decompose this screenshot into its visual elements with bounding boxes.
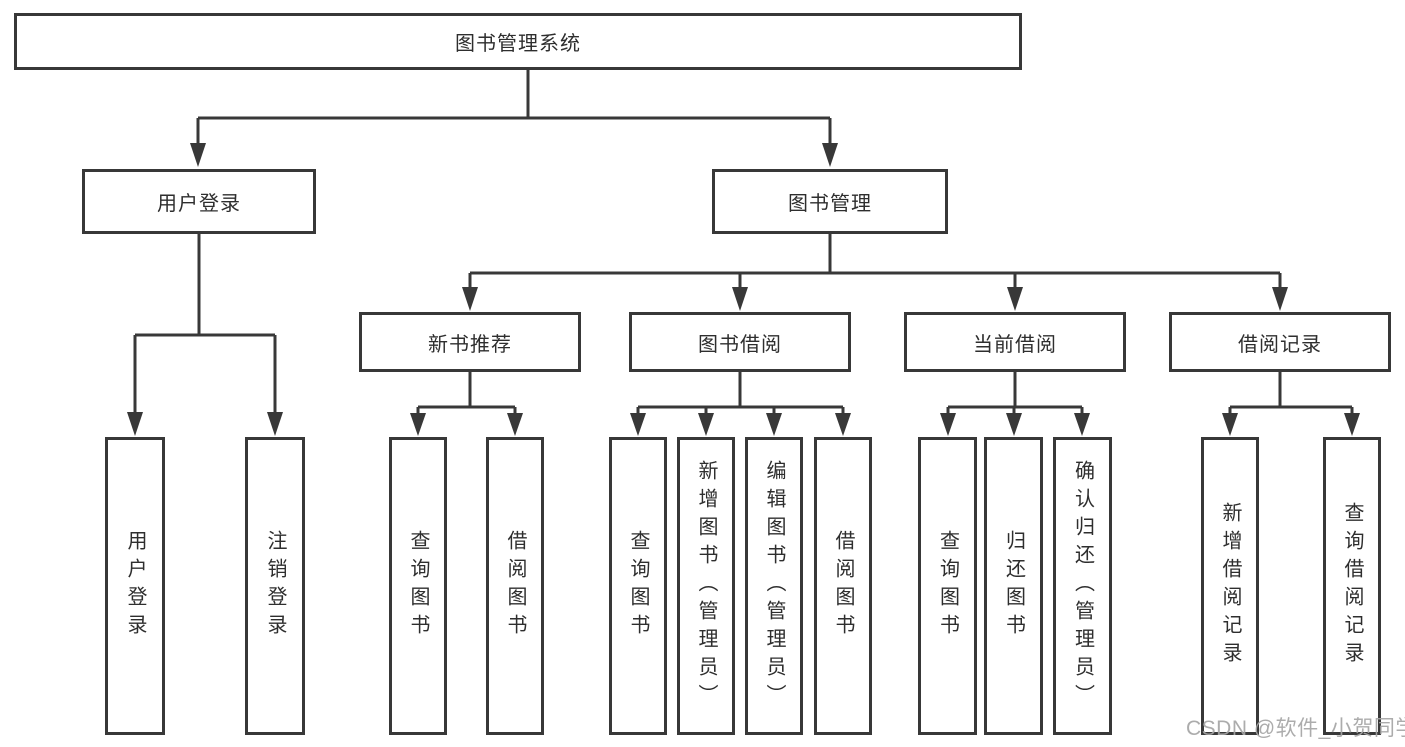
connector-book-mgmt-to-level3 [468,234,1282,291]
leaf-confirm-return-admin: 确认归还（管理员） [1053,437,1112,735]
node-user-login-label: 用户登录 [157,193,241,215]
leaf-borrow-books-recommend-label: 借阅图书 [504,530,526,642]
leaf-user-login-label: 用户登录 [124,530,146,642]
leaf-query-books-recommend-label: 查询图书 [407,530,429,642]
leaf-edit-books-admin: 编辑图书（管理员） [745,437,803,735]
leaf-add-books-admin-label: 新增图书（管理员） [695,460,717,712]
leaf-logout-label: 注销登录 [264,530,286,642]
leaf-add-borrow-record-label: 新增借阅记录 [1219,502,1241,670]
node-current-borrowing-label: 当前借阅 [973,333,1057,356]
connector-records-group [1228,372,1354,416]
leaf-query-books-current-label: 查询图书 [936,530,959,642]
leaf-query-books-borrow-label: 查询图书 [627,530,649,642]
node-borrow-records-label: 借阅记录 [1238,333,1322,356]
node-book-management-label: 图书管理 [788,193,872,215]
leaf-user-login: 用户登录 [105,437,165,735]
node-root-label: 图书管理系统 [455,33,581,55]
arrowheads [127,143,1360,436]
connector-user-login-group [133,234,277,415]
leaf-query-books-recommend: 查询图书 [389,437,447,735]
leaf-borrow-books-label: 借阅图书 [832,530,854,642]
node-book-borrowing-label: 图书借阅 [698,333,782,356]
leaf-query-books-borrow: 查询图书 [609,437,667,735]
node-root: 图书管理系统 [14,13,1022,70]
leaf-return-books: 归还图书 [984,437,1043,735]
connector-new-book-group [416,372,517,416]
leaf-query-borrow-record-label: 查询借阅记录 [1341,502,1363,670]
node-user-login: 用户登录 [82,169,316,234]
node-book-management: 图书管理 [712,169,948,234]
leaf-borrow-books-recommend: 借阅图书 [486,437,544,735]
connector-root-to-level2 [196,70,832,146]
node-borrow-records: 借阅记录 [1169,312,1391,372]
leaf-edit-books-admin-label: 编辑图书（管理员） [763,460,785,712]
connector-current-group [946,372,1084,416]
leaf-add-books-admin: 新增图书（管理员） [677,437,735,735]
leaf-query-books-current: 查询图书 [918,437,977,735]
leaf-return-books-label: 归还图书 [1002,530,1025,642]
connector-borrow-group [636,372,845,416]
leaf-logout: 注销登录 [245,437,305,735]
leaf-confirm-return-admin-label: 确认归还（管理员） [1071,460,1094,712]
node-current-borrowing: 当前借阅 [904,312,1126,372]
node-new-book-recommend-label: 新书推荐 [428,333,512,356]
leaf-add-borrow-record: 新增借阅记录 [1201,437,1259,735]
leaf-query-borrow-record: 查询借阅记录 [1323,437,1381,735]
node-book-borrowing: 图书借阅 [629,312,851,372]
watermark: CSDN @软件_小贺同学 [1186,717,1405,740]
node-new-book-recommend: 新书推荐 [359,312,581,372]
leaf-borrow-books: 借阅图书 [814,437,872,735]
